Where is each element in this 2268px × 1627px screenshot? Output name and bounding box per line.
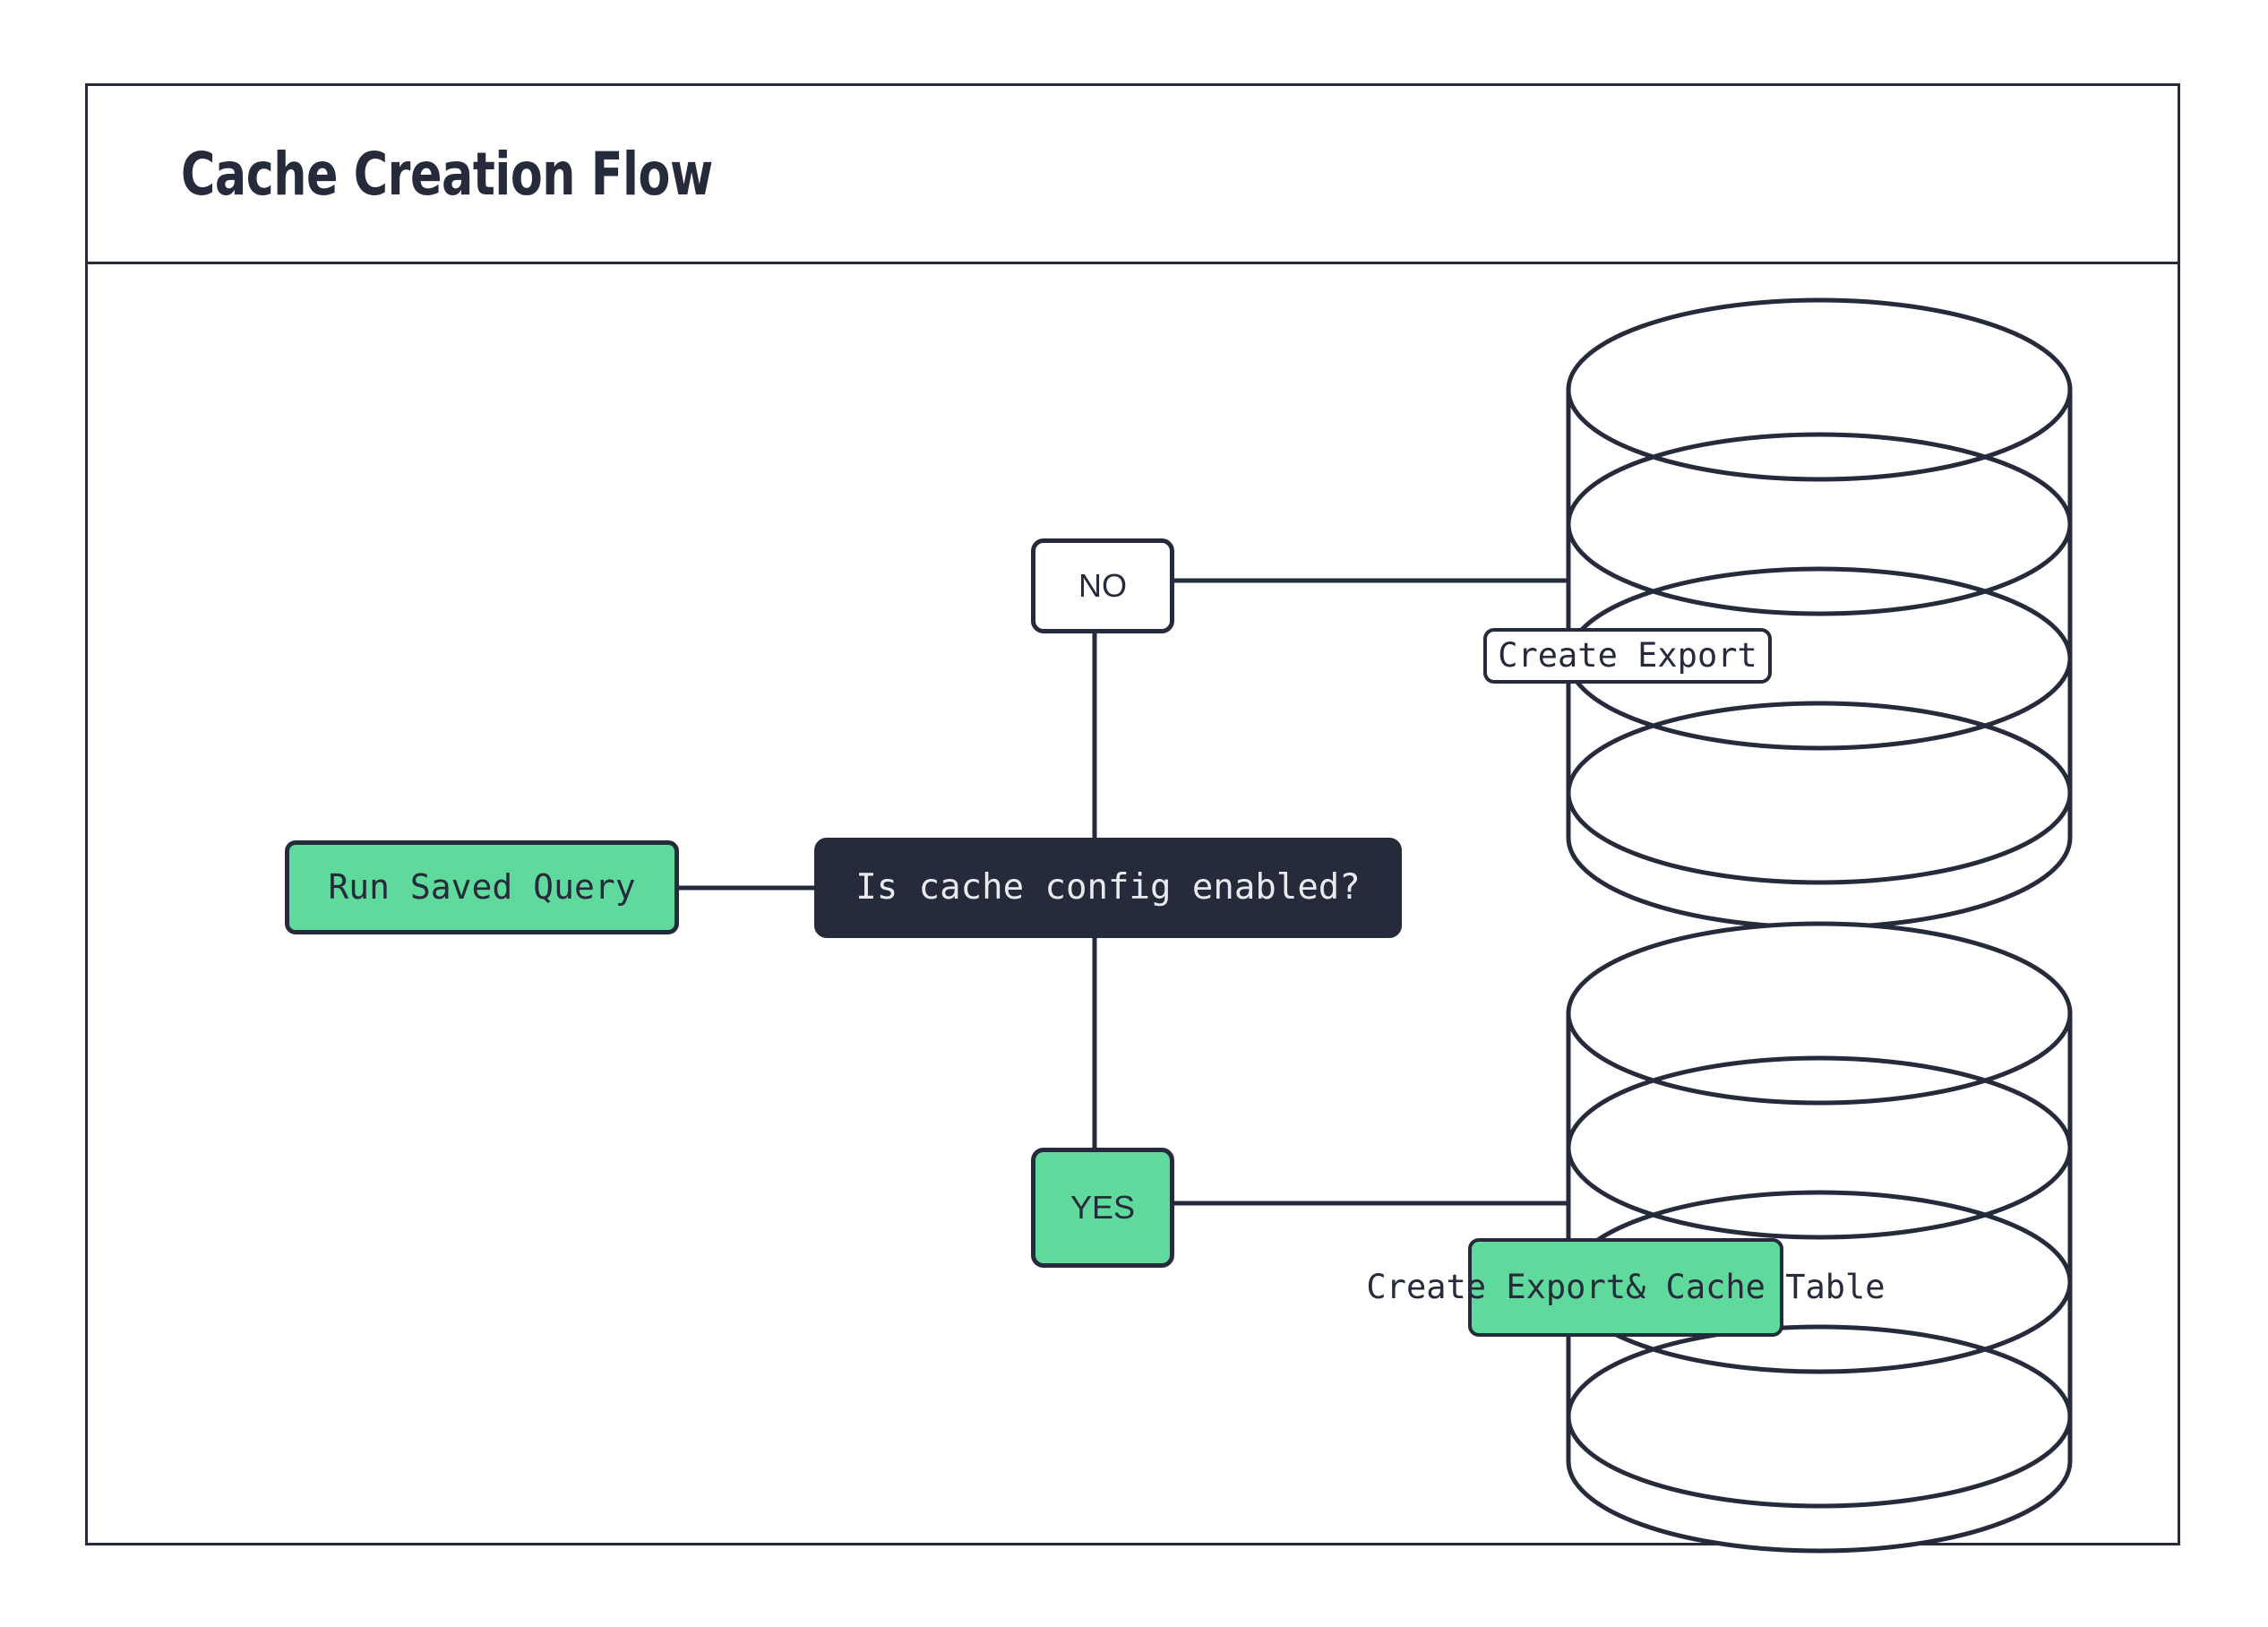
database-cylinder-bottom bbox=[1566, 921, 2073, 1554]
database-label-create-export-cache-table[interactable]: Create Export& Cache Table bbox=[1366, 1238, 1886, 1337]
cylinder-bottom-disc-1 bbox=[1566, 921, 2073, 1106]
cylinder-top-disc-3 bbox=[1566, 432, 2073, 525]
cylinder-top-disc-2 bbox=[1566, 523, 2073, 616]
cylinder-top-disc-7 bbox=[1566, 701, 2073, 794]
database-cylinder-top bbox=[1566, 297, 2073, 930]
db-label-line-1: Create Export bbox=[1366, 1268, 1626, 1307]
diagram-frame: Cache Creation Flow bbox=[85, 83, 2180, 1554]
cylinder-top-disc-6 bbox=[1566, 792, 2073, 885]
cylinder-bottom-disc-7 bbox=[1566, 1324, 2073, 1417]
cylinder-bottom-disc-6 bbox=[1566, 1416, 2073, 1509]
node-run-saved-query[interactable]: Run Saved Query bbox=[285, 840, 679, 934]
branch-label-yes[interactable]: YES bbox=[1031, 1148, 1174, 1268]
cylinder-top-disc-5 bbox=[1566, 566, 2073, 659]
branch-label-no[interactable]: NO bbox=[1031, 538, 1174, 633]
cylinder-top-disc-1 bbox=[1566, 297, 2073, 482]
diagram-canvas: Run Saved Query Is cache config enabled?… bbox=[88, 264, 2178, 1554]
edge-and-shape-layer bbox=[679, 297, 2073, 1554]
cylinder-top-disc-4 bbox=[1566, 658, 2073, 751]
cylinder-bottom-disc-2 bbox=[1566, 1147, 2073, 1240]
page-title: Cache Creation Flow bbox=[181, 139, 713, 209]
node-decision-cache-config[interactable]: Is cache config enabled? bbox=[814, 838, 1402, 938]
cylinder-bottom-body bbox=[1566, 1011, 2073, 1554]
diagram-header: Cache Creation Flow bbox=[88, 86, 2178, 264]
database-label-create-export[interactable]: Create Export bbox=[1483, 628, 1772, 684]
db-label-line-2: & Cache Table bbox=[1626, 1268, 1886, 1307]
cylinder-bottom-disc-3 bbox=[1566, 1055, 2073, 1149]
